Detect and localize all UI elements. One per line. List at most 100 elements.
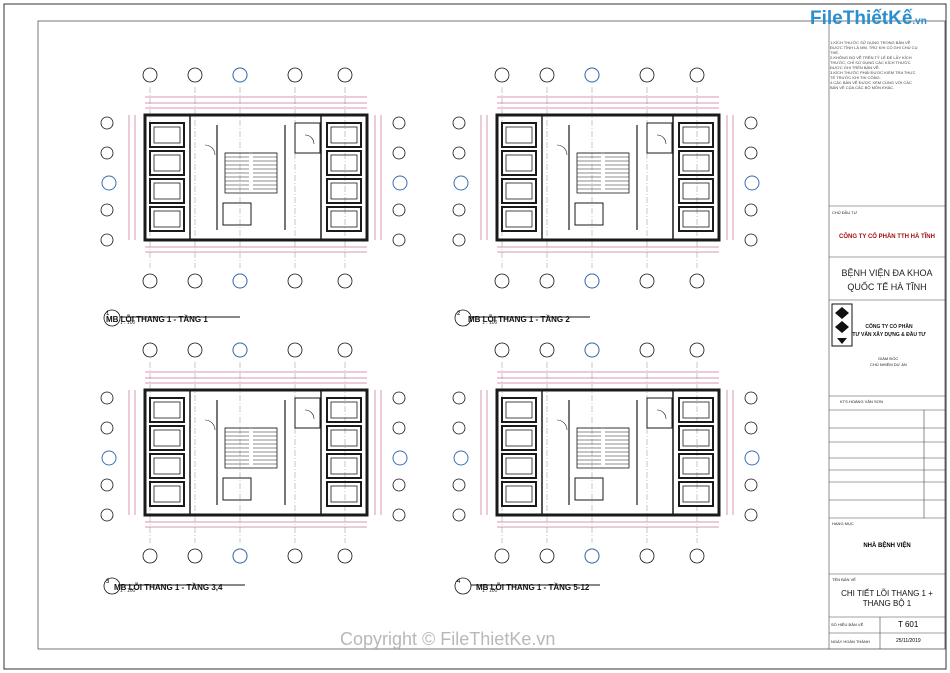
- elevator-shaft: [326, 150, 362, 176]
- door-swing: [204, 419, 216, 431]
- elevator-car: [330, 429, 358, 447]
- elevator-car: [682, 210, 710, 228]
- grid-bubble: [392, 233, 406, 247]
- date-label: NGÀY HOÀN THÀNH: [831, 639, 870, 644]
- designer-name: KTS.HOÀNG VĂN SƠN: [840, 399, 883, 404]
- elevator-shaft: [149, 122, 185, 148]
- elevator-shaft: [678, 453, 714, 479]
- grid-bubble: [142, 67, 158, 83]
- elevator-shaft: [501, 397, 537, 423]
- general-notes: 1.KÍCH THƯỚC SỬ DỤNG TRONG BẢN VẼ ĐƯỢC T…: [830, 40, 918, 90]
- elevator-shaft: [326, 122, 362, 148]
- door-swing: [304, 409, 315, 420]
- elevator-car: [505, 485, 533, 503]
- grid-bubble: [452, 508, 466, 522]
- elevator-shaft: [149, 425, 185, 451]
- grid-bubble: [337, 67, 353, 83]
- grid-bubble: [100, 203, 114, 217]
- elevator-shaft: [501, 481, 537, 507]
- elevator-shaft: [678, 425, 714, 451]
- elevator-shaft: [326, 453, 362, 479]
- section-marker: [392, 175, 408, 191]
- elevator-shaft: [149, 397, 185, 423]
- note-3: 3.KÍCH THƯỚC PHẢI ĐƯỢC KIỂM TRA THỰC TẾ …: [830, 70, 916, 80]
- note-1: 1.KÍCH THƯỚC SỬ DỤNG TRONG BẢN VẼ ĐƯỢC T…: [830, 40, 918, 55]
- grid-bubble: [100, 146, 114, 160]
- grid-bubble: [187, 273, 203, 289]
- plan-4-number: 4: [457, 579, 461, 585]
- grid-bubble: [744, 146, 758, 160]
- grid-bubble: [494, 273, 510, 289]
- elevator-car: [153, 485, 181, 503]
- grid-bubble: [744, 421, 758, 435]
- grid-bubble: [187, 548, 203, 564]
- stair-outline: [576, 427, 630, 469]
- elevator-car: [153, 182, 181, 200]
- elevator-car: [505, 210, 533, 228]
- section-marker: [232, 548, 248, 564]
- item-label: HẠNG MỤC: [832, 521, 854, 526]
- utility-room: [294, 122, 321, 154]
- plan-title-bubble-2: [454, 309, 472, 327]
- plan-1-scale: 1 : 100: [120, 320, 136, 326]
- elevator-shaft: [501, 453, 537, 479]
- grid-bubble: [744, 203, 758, 217]
- elevator-car: [330, 182, 358, 200]
- grid-bubble: [689, 67, 705, 83]
- grid-bubble: [744, 233, 758, 247]
- stair-outline: [224, 427, 278, 469]
- utility-room: [294, 397, 321, 429]
- grid-bubble: [494, 67, 510, 83]
- elevator-shaft: [678, 178, 714, 204]
- elevator-car: [682, 457, 710, 475]
- stair-outline: [224, 152, 278, 194]
- outer-wall: [143, 113, 369, 242]
- floor-plan-2: [452, 67, 760, 289]
- plan-2-number: 2: [457, 311, 461, 317]
- elevator-car: [330, 485, 358, 503]
- plan-2-scale: 1 : 100: [482, 320, 498, 326]
- elevator-shaft: [326, 425, 362, 451]
- filethietke-logo: FileThiếtKế.vn: [810, 8, 927, 30]
- section-marker: [392, 450, 408, 466]
- plan-3-title-group: MB LÕI THANG 1 - TẦNG 3,4: [114, 577, 222, 595]
- shaft-room: [574, 202, 604, 226]
- section-marker: [584, 273, 600, 289]
- grid-bubble: [639, 548, 655, 564]
- grid-bubble: [100, 421, 114, 435]
- grid-bubble: [452, 391, 466, 405]
- elevator-shaft: [678, 206, 714, 232]
- grid-bubble: [187, 67, 203, 83]
- elevator-shaft: [149, 150, 185, 176]
- outer-wall: [495, 388, 721, 517]
- door-swing: [656, 134, 667, 145]
- elevator-shaft: [326, 397, 362, 423]
- elevator-shaft: [678, 122, 714, 148]
- elevator-car: [330, 210, 358, 228]
- grid-bubble: [100, 478, 114, 492]
- section-marker: [101, 175, 117, 191]
- sheet-border: [3, 3, 947, 670]
- logo-suffix: .vn: [912, 16, 927, 27]
- pm-label: CHỦ NHIỆM DỰ ÁN: [870, 362, 907, 367]
- elevator-car: [505, 126, 533, 144]
- company-line-1: CÔNG TY CỔ PHẦN: [865, 324, 913, 330]
- grid-bubble: [539, 273, 555, 289]
- shaft-room: [574, 477, 604, 501]
- project-name-2: QUỐC TẾ HÀ TĨNH: [847, 282, 927, 292]
- grid-bubble: [744, 478, 758, 492]
- grid-bubble: [392, 421, 406, 435]
- project-name-1: BỆNH VIỆN ĐA KHOA: [841, 268, 933, 278]
- grid-bubble: [337, 342, 353, 358]
- section-marker: [232, 67, 248, 83]
- door-swing: [556, 144, 568, 156]
- elevator-car: [682, 401, 710, 419]
- elevator-car: [505, 182, 533, 200]
- grid-bubble: [452, 421, 466, 435]
- grid-bubble: [639, 273, 655, 289]
- floor-plan-1: [100, 67, 408, 289]
- plans-layer: [100, 67, 760, 595]
- elevator-car: [153, 126, 181, 144]
- plan-title-bubble-3: [103, 577, 121, 595]
